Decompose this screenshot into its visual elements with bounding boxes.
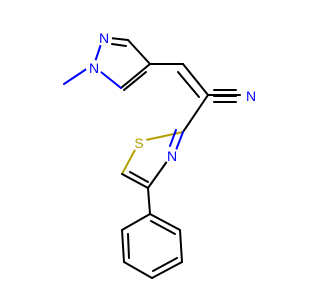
atom-n3-label: N — [246, 88, 256, 104]
bond — [151, 261, 183, 279]
bond — [150, 220, 176, 235]
bond — [169, 129, 177, 147]
molecule-drawing: N N N S N — [63, 30, 259, 279]
bond — [127, 233, 130, 259]
bond — [123, 261, 153, 279]
bond — [182, 94, 209, 133]
bond — [100, 71, 122, 89]
bond — [147, 159, 169, 189]
bond — [182, 63, 209, 96]
bond — [175, 131, 184, 151]
atom-n2-label: N — [89, 60, 99, 76]
pyrazole-ring — [63, 37, 151, 91]
bond — [94, 43, 102, 63]
bond — [152, 257, 178, 272]
bond — [63, 67, 89, 85]
atom-n1-label: N — [99, 30, 109, 46]
structure-diagram: N N N S N — [63, 30, 259, 279]
phenyl-ring — [121, 187, 183, 279]
atom-labels: N N N S N — [86, 30, 259, 164]
bond — [145, 131, 184, 141]
bond — [123, 71, 147, 91]
bond — [121, 213, 151, 231]
thiazole-ring — [121, 129, 184, 189]
bond — [121, 229, 125, 263]
bond — [177, 71, 200, 98]
bond — [127, 39, 151, 65]
bond — [147, 187, 151, 215]
atom-s1-label: S — [134, 135, 143, 151]
atom-n4-label: N — [167, 148, 177, 164]
bond — [109, 37, 129, 41]
bond — [129, 171, 149, 183]
bond — [111, 43, 127, 47]
bond — [120, 63, 151, 89]
bond — [121, 147, 137, 175]
bond — [179, 229, 183, 263]
vinyl-nitrile — [149, 63, 241, 133]
bond — [121, 173, 149, 189]
bond — [149, 213, 181, 231]
